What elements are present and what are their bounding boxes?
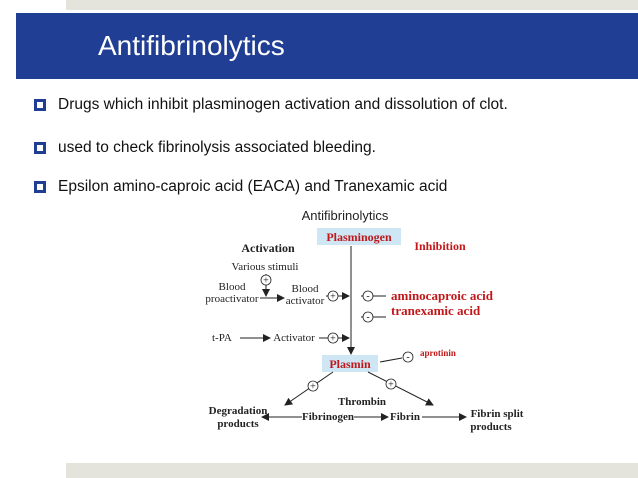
bullet-text: used to check fibrinolysis associated bl… [58,139,376,156]
minus-icon [362,311,374,323]
minus-icon [402,351,414,363]
blood-activator-line2: activator [286,295,325,307]
bullet-item: Epsilon amino-caproic acid (EACA) and Tr… [34,176,447,198]
plus-sign: + [263,276,269,287]
bullet-item: Drugs which inhibit plasminogen activati… [34,94,508,116]
plus-sign: + [330,292,336,303]
plasmin-to-split-arrow [367,371,434,406]
split-products-line2: products [470,421,512,433]
square-bullet-icon [34,181,46,193]
plasmin-label: Plasmin [329,357,371,371]
bullet-text: Epsilon amino-caproic acid (EACA) and Tr… [58,178,448,195]
plasminogen-box [317,228,401,245]
title-bar [16,13,638,79]
plus-sign: + [330,334,336,345]
slide-title: Antifibrinolytics [98,30,285,61]
plus-icon [307,380,319,392]
plus-icon [327,290,339,302]
plus-icon [385,378,397,390]
aminocaproic-acid-label: aminocaproic acid [391,288,494,303]
degradation-line2: products [217,418,259,430]
plus-sign: + [310,382,316,393]
bullet-text: Drugs which inhibit plasminogen activati… [58,96,508,113]
top-decor-strip [66,0,638,10]
blood-proactivator-line2: proactivator [205,293,258,305]
split-products-line1: Fibrin split [471,408,524,420]
plus-sign: + [388,380,394,391]
tpa-label: t-PA [212,332,232,344]
square-bullet-icon [34,99,46,111]
minus-sign: - [406,352,409,363]
plasmin-box [322,355,378,372]
degradation-line1: Degradation [209,405,268,417]
square-bullet-icon [34,142,46,154]
plus-icon [260,274,272,286]
plus-icon [327,332,339,344]
fibrin-label: Fibrin [390,411,420,423]
blood-activator-line1: Blood [292,283,319,295]
activator-label: Activator [273,332,315,344]
inhibition-heading: Inhibition [414,239,466,253]
aprotinin-line [379,357,403,363]
tranexamic-acid-label: tranexamic acid [391,303,481,318]
thrombin-label: Thrombin [338,396,386,408]
fibrinogen-label: Fibrinogen [302,411,354,423]
activation-heading: Activation [241,241,295,255]
minus-sign: - [366,291,369,302]
minus-sign: - [366,312,369,323]
minus-icon [362,290,374,302]
blood-proactivator-line1: Blood [219,281,246,293]
various-stimuli-label: Various stimuli [232,261,299,273]
plasminogen-label: Plasminogen [326,230,392,244]
bullet-item: used to check fibrinolysis associated bl… [34,137,376,159]
aprotinin-label: aprotinin [420,348,456,358]
bottom-decor-strip [66,463,638,478]
diagram-title: Antifibrinolytics [302,208,389,223]
